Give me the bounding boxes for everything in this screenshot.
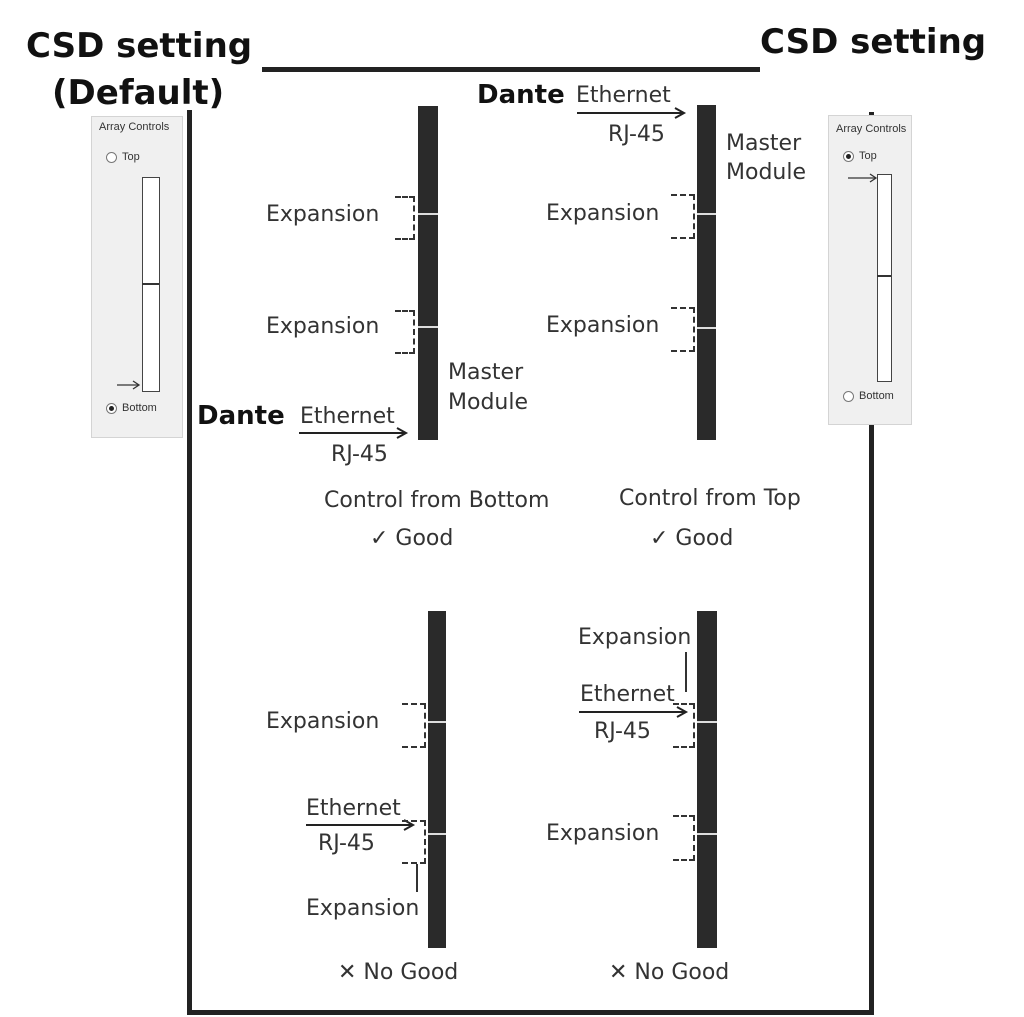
- expansion-label: Expansion: [546, 821, 660, 846]
- frame-left-line: [187, 110, 192, 1015]
- module-joint: [697, 833, 717, 835]
- radio-top-option[interactable]: Top: [843, 150, 877, 162]
- leader-line: [685, 652, 687, 692]
- left-header: CSD setting: [26, 26, 253, 66]
- verdict-no-good: ✕ No Good: [338, 960, 459, 985]
- expansion-label: Expansion: [546, 201, 660, 226]
- module-joint: [418, 213, 438, 215]
- rj45-label: RJ-45: [331, 442, 388, 467]
- caption-control-from-bottom: Control from Bottom: [324, 488, 550, 513]
- right-header: CSD setting: [760, 22, 987, 62]
- frame-bottom-line: [187, 1010, 874, 1015]
- array-controls-panel-right: Array Controls Top Bottom: [828, 115, 912, 425]
- leader-line: [416, 864, 418, 892]
- expansion-port-marker: [671, 307, 695, 352]
- ethernet-label: Ethernet: [306, 796, 401, 821]
- rj45-label: RJ-45: [608, 122, 665, 147]
- radio-bottom-label: Bottom: [859, 390, 894, 402]
- arrow-right-icon: [117, 380, 141, 390]
- master-module-label-line1: Master: [448, 360, 524, 385]
- speaker-array-column: [697, 105, 716, 440]
- expansion-label: Expansion: [306, 896, 420, 921]
- radio-top[interactable]: [106, 151, 117, 163]
- radio-top[interactable]: [843, 150, 854, 162]
- expansion-label: Expansion: [546, 313, 660, 338]
- master-module-label-line2: Module: [726, 160, 806, 185]
- expansion-label: Expansion: [266, 202, 380, 227]
- array-slider-divider: [142, 283, 159, 285]
- module-joint: [697, 213, 716, 215]
- expansion-port-marker: [395, 310, 415, 354]
- speaker-array-column: [418, 106, 438, 440]
- radio-top-option[interactable]: Top: [106, 151, 140, 163]
- expansion-port-marker: [671, 194, 695, 239]
- arrow-right-icon: [848, 173, 878, 183]
- expansion-label: Expansion: [266, 709, 380, 734]
- verdict-good: ✓ Good: [650, 526, 734, 551]
- ethernet-label: Ethernet: [576, 83, 671, 108]
- array-slider-track[interactable]: [877, 174, 892, 382]
- array-controls-panel-left: Array Controls Top Bottom: [91, 116, 183, 438]
- module-joint: [697, 721, 717, 723]
- dante-label: Dante: [197, 401, 285, 431]
- speaker-array-column: [428, 611, 446, 948]
- dante-label: Dante: [477, 80, 565, 110]
- panel-title: Array Controls: [99, 121, 170, 133]
- module-joint: [697, 327, 716, 329]
- verdict-good: ✓ Good: [370, 526, 454, 551]
- module-joint: [418, 326, 438, 328]
- arrow-right-icon: [579, 706, 689, 718]
- frame-top-line: [262, 67, 760, 72]
- master-module-label-line1: Master: [726, 131, 802, 156]
- radio-bottom-option[interactable]: Bottom: [843, 390, 894, 402]
- radio-bottom[interactable]: [843, 390, 854, 402]
- module-joint: [428, 833, 446, 835]
- radio-bottom-label: Bottom: [122, 402, 157, 414]
- module-joint: [428, 721, 446, 723]
- verdict-no-good: ✕ No Good: [609, 960, 730, 985]
- expansion-label: Expansion: [578, 625, 692, 650]
- radio-bottom[interactable]: [106, 402, 117, 414]
- array-slider-divider: [877, 275, 891, 277]
- radio-top-label: Top: [122, 151, 140, 163]
- panel-title: Array Controls: [836, 123, 907, 135]
- radio-top-label: Top: [859, 150, 877, 162]
- arrow-right-icon: [299, 427, 409, 439]
- caption-control-from-top: Control from Top: [619, 486, 801, 511]
- master-module-label-line2: Module: [448, 390, 528, 415]
- expansion-port-marker: [402, 820, 426, 864]
- rj45-label: RJ-45: [594, 719, 651, 744]
- speaker-array-column: [697, 611, 717, 948]
- expansion-port-marker: [673, 815, 695, 861]
- expansion-port-marker: [673, 703, 695, 748]
- radio-bottom-option[interactable]: Bottom: [106, 402, 157, 414]
- left-header-default: (Default): [52, 73, 225, 113]
- expansion-port-marker: [395, 196, 415, 240]
- arrow-right-icon: [306, 819, 416, 831]
- arrow-right-icon: [577, 107, 687, 119]
- ethernet-label: Ethernet: [300, 404, 395, 429]
- frame-right-line: [869, 112, 874, 1015]
- ethernet-label: Ethernet: [580, 682, 675, 707]
- expansion-port-marker: [402, 703, 426, 748]
- expansion-label: Expansion: [266, 314, 380, 339]
- rj45-label: RJ-45: [318, 831, 375, 856]
